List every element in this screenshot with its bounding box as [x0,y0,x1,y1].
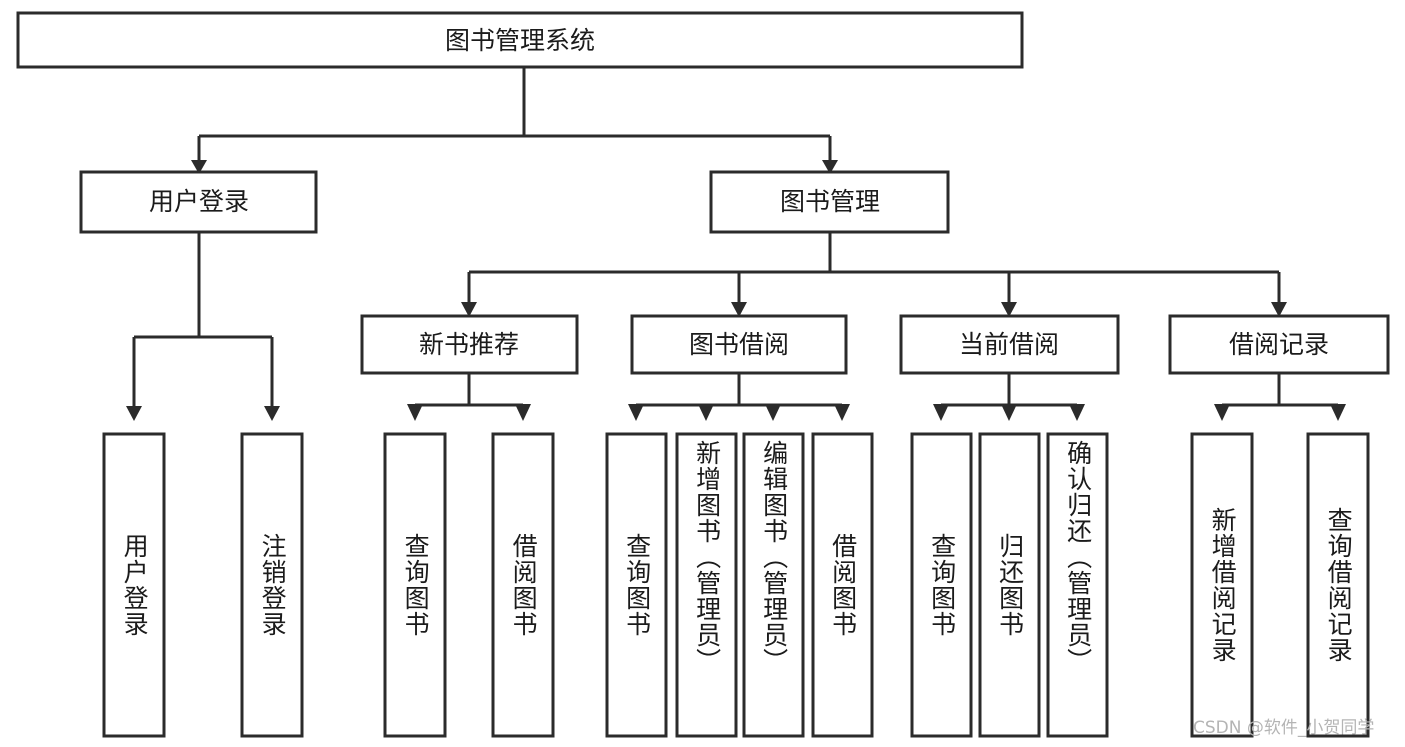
node-leaf-confirm-return[interactable] [1046,432,1109,738]
node-leaf-borrow-book-2[interactable] [811,432,874,738]
node-new-book-rec[interactable]: 新书推荐 [360,314,579,375]
node-book-manage-label: 图书管理 [780,187,880,216]
node-book-manage[interactable]: 图书管理 [709,170,950,234]
node-user-login[interactable]: 用户登录 [79,170,318,234]
node-new-book-rec-label: 新书推荐 [419,330,519,359]
node-book-borrow-label: 图书借阅 [689,330,789,359]
node-book-borrow[interactable]: 图书借阅 [630,314,848,375]
node-user-login-label: 用户登录 [149,187,249,216]
watermark-text: CSDN @软件_小贺同学 [1193,718,1375,738]
node-leaf-edit-book[interactable] [742,432,805,738]
node-leaf-borrow-book-1[interactable] [491,432,555,738]
node-leaf-query-record[interactable] [1306,432,1370,738]
node-leaf-query-book-3[interactable] [910,432,973,738]
connector-bookborrow-to-leaves [628,373,850,421]
node-leaf-query-book-1[interactable] [383,432,447,738]
node-leaf-add-record[interactable] [1190,432,1254,738]
connector-root-to-level1 [191,67,838,174]
connector-borrowrecord-to-leaves [1214,373,1346,421]
node-leaf-logout[interactable] [240,432,304,738]
node-current-borrow-label: 当前借阅 [959,330,1059,359]
node-borrow-record[interactable]: 借阅记录 [1168,314,1390,375]
node-leaf-query-book-2[interactable] [605,432,668,738]
node-current-borrow[interactable]: 当前借阅 [899,314,1120,375]
node-borrow-record-label: 借阅记录 [1229,330,1329,359]
connector-currentborrow-to-leaves [933,373,1085,421]
node-root[interactable]: 图书管理系统 [16,11,1024,69]
node-leaf-add-book[interactable] [675,432,738,738]
node-root-label: 图书管理系统 [445,26,595,55]
connector-bookmanage-to-level2 [461,232,1287,317]
node-leaf-user-login[interactable] [102,432,166,738]
connector-newbookrec-to-leaves [407,373,531,421]
node-leaf-return-book[interactable] [978,432,1041,738]
connector-userlogin-to-leaves [126,232,280,421]
